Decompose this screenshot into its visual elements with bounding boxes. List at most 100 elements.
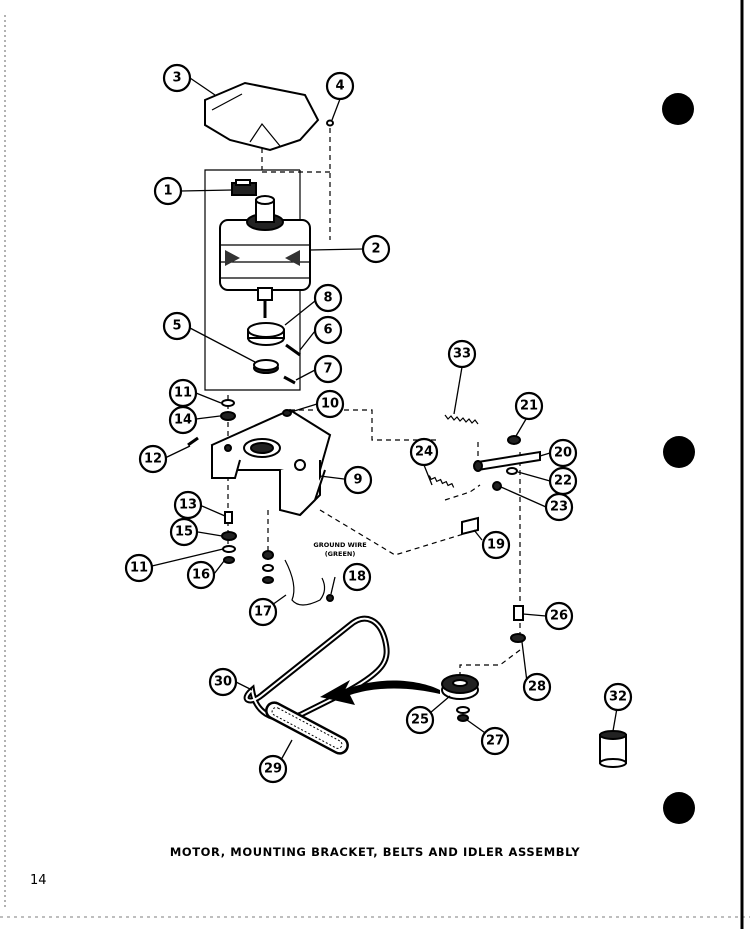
callout-4: 4 — [325, 71, 355, 101]
motor-group-outline — [204, 169, 301, 391]
motor-cover-part — [204, 81, 320, 152]
drive-motor-part — [219, 195, 311, 318]
callout-21: 21 — [514, 391, 544, 421]
callout-29: 29 — [258, 754, 288, 784]
svg-text:16: 16 — [192, 568, 210, 583]
svg-text:7: 7 — [323, 362, 332, 377]
callout-7: 7 — [313, 354, 343, 384]
svg-text:18: 18 — [348, 570, 366, 585]
pulley-key-part — [285, 343, 301, 357]
callout-22: 22 — [548, 466, 578, 496]
callout-32: 32 — [603, 682, 633, 712]
callout-16: 16 — [186, 560, 216, 590]
washer-11-lower-part — [222, 545, 236, 553]
pulley-collar-part — [253, 359, 279, 374]
callout-12: 12 — [138, 444, 168, 474]
callout-24: 24 — [409, 437, 439, 467]
svg-text:29: 29 — [264, 762, 282, 777]
washer-28-part — [510, 633, 526, 643]
belt-routing-arrow — [320, 680, 440, 705]
cover-screw-part — [326, 119, 334, 127]
ground-wire-label: GROUND WIRE — [313, 541, 366, 549]
idler-spring-24-part — [428, 475, 455, 488]
callout-28: 28 — [522, 672, 552, 702]
callout-10: 10 — [315, 389, 345, 419]
svg-text:6: 6 — [323, 323, 332, 338]
nut-27-part — [456, 706, 470, 722]
motor-pulley-part — [247, 322, 285, 346]
callout-9: 9 — [343, 465, 373, 495]
svg-text:1: 1 — [163, 184, 172, 199]
page-number: 14 — [30, 873, 47, 888]
callout-33: 33 — [447, 339, 477, 369]
svg-text:12: 12 — [144, 452, 162, 467]
setscrew-part — [283, 375, 296, 385]
svg-text:15: 15 — [175, 525, 193, 540]
bolt-23-part — [492, 481, 502, 491]
binder-hole-middle — [663, 436, 695, 468]
screw-10-part — [282, 409, 292, 417]
svg-text:19: 19 — [487, 538, 505, 553]
lubricant-can-32-part — [599, 730, 627, 768]
callout-18: 18 — [342, 562, 372, 592]
svg-text:26: 26 — [550, 609, 568, 624]
callout-8: 8 — [313, 283, 343, 313]
callout-14: 14 — [168, 405, 198, 435]
spacer-26-part — [513, 605, 524, 621]
svg-text:9: 9 — [353, 473, 362, 488]
callout-6: 6 — [313, 315, 343, 345]
callout-23: 23 — [544, 492, 574, 522]
svg-text:8: 8 — [323, 291, 332, 306]
svg-text:14: 14 — [174, 413, 192, 428]
callout-20: 20 — [548, 438, 578, 468]
motor-switch-part — [231, 179, 257, 196]
svg-text:23: 23 — [550, 500, 568, 515]
svg-text:4: 4 — [335, 79, 344, 94]
svg-text:25: 25 — [411, 713, 429, 728]
svg-text:20: 20 — [554, 446, 572, 461]
washer-22-part — [506, 467, 518, 475]
idler-pulley-25-part — [441, 674, 479, 700]
svg-text:32: 32 — [609, 690, 627, 705]
svg-text:30: 30 — [214, 675, 232, 690]
callout-2: 2 — [361, 234, 391, 264]
callout-17: 17 — [248, 597, 278, 627]
callout-11-lower: 11 — [124, 553, 154, 583]
diagram-caption: MOTOR, MOUNTING BRACKET, BELTS AND IDLER… — [169, 845, 581, 859]
svg-text:28: 28 — [528, 680, 546, 695]
grommet-14-part — [220, 411, 236, 421]
washer-11-upper-part — [221, 399, 235, 407]
svg-text:21: 21 — [520, 399, 538, 414]
svg-text:11: 11 — [130, 561, 148, 576]
svg-text:11: 11 — [174, 386, 192, 401]
screw-12-part — [187, 436, 199, 447]
svg-text:24: 24 — [415, 445, 433, 460]
idler-arm-20-part — [473, 450, 541, 472]
callout-30: 30 — [208, 667, 238, 697]
grommet-15-part — [221, 531, 237, 541]
callout-1: 1 — [153, 176, 183, 206]
callout-26: 26 — [544, 601, 574, 631]
nut-21-part — [507, 435, 521, 445]
svg-text:10: 10 — [321, 397, 339, 412]
ground-wire-color-label: (GREEN) — [325, 550, 356, 558]
svg-text:22: 22 — [554, 474, 572, 489]
svg-text:2: 2 — [371, 242, 380, 257]
pump-belt-29-part — [265, 701, 349, 755]
svg-text:27: 27 — [486, 734, 504, 749]
callout-5: 5 — [162, 311, 192, 341]
svg-text:33: 33 — [453, 347, 471, 362]
svg-text:13: 13 — [179, 498, 197, 513]
binder-hole-top — [662, 93, 694, 125]
spacer-13-part — [224, 511, 233, 524]
ground-wire-part — [262, 550, 334, 606]
callout-3: 3 — [162, 63, 192, 93]
callout-11-upper: 11 — [168, 378, 198, 408]
svg-text:5: 5 — [172, 319, 181, 334]
callout-13: 13 — [173, 490, 203, 520]
nut-16-part — [223, 556, 235, 564]
idler-spring-33-part — [444, 414, 479, 425]
callout-15: 15 — [169, 517, 199, 547]
svg-text:17: 17 — [254, 605, 272, 620]
